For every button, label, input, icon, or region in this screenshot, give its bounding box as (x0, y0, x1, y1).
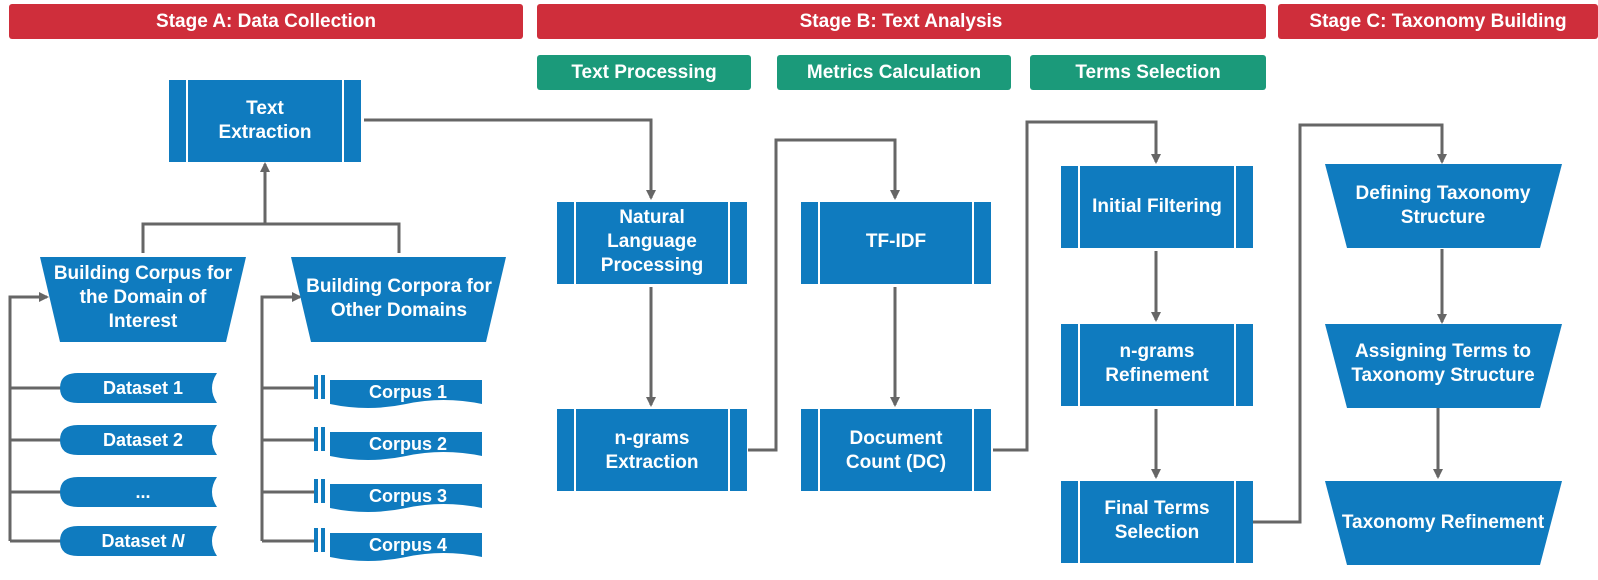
svg-text:Corpus 4: Corpus 4 (369, 535, 447, 555)
corpus-2-node: Corpus 2 (314, 427, 482, 460)
corpus-1-node: Corpus 1 (314, 375, 482, 408)
nlp-node: Natural Language Processing (557, 202, 747, 284)
substage-text-processing: Text Processing (537, 55, 751, 90)
svg-text:Processing: Processing (601, 255, 703, 276)
building-corpora-other-node: Building Corpora for Other Domains (291, 257, 506, 342)
document-count-node: Document Count (DC) (801, 409, 991, 491)
svg-text:Selection: Selection (1115, 522, 1199, 543)
svg-text:Assigning Terms to: Assigning Terms to (1355, 341, 1531, 362)
svg-text:Refinement: Refinement (1105, 365, 1209, 386)
svg-text:Initial Filtering: Initial Filtering (1092, 196, 1222, 217)
corpus-4-node: Corpus 4 (314, 528, 482, 561)
svg-text:Natural: Natural (619, 207, 684, 228)
svg-text:Final Terms: Final Terms (1104, 498, 1209, 519)
svg-text:Terms Selection: Terms Selection (1075, 62, 1220, 83)
defining-taxonomy-structure-node: Defining Taxonomy Structure (1325, 164, 1562, 248)
stage-c-header: Stage C: Taxonomy Building (1278, 4, 1598, 39)
svg-text:Extraction: Extraction (606, 452, 699, 473)
svg-text:Stage A: Data Collection: Stage A: Data Collection (156, 11, 376, 32)
tfidf-node: TF-IDF (801, 202, 991, 284)
svg-text:n-grams: n-grams (615, 428, 690, 449)
svg-text:Corpus 1: Corpus 1 (369, 382, 447, 402)
ngrams-refinement-node: n-grams Refinement (1061, 324, 1253, 406)
dataset-n-node: Dataset N (60, 526, 217, 556)
stage-a-header: Stage A: Data Collection (9, 4, 523, 39)
connectors (8, 118, 1447, 543)
taxonomy-refinement-node: Taxonomy Refinement (1325, 481, 1562, 565)
substage-terms-selection: Terms Selection (1030, 55, 1266, 90)
svg-text:Document: Document (850, 428, 944, 449)
svg-text:Metrics Calculation: Metrics Calculation (807, 62, 981, 83)
svg-text:Language: Language (607, 231, 697, 252)
svg-text:Taxonomy Refinement: Taxonomy Refinement (1342, 512, 1545, 533)
dataset-2-node: Dataset 2 (60, 425, 217, 455)
dataset-1-node: Dataset 1 (60, 373, 217, 403)
stage-b-header: Stage B: Text Analysis (537, 4, 1266, 39)
svg-text:Defining Taxonomy: Defining Taxonomy (1356, 183, 1531, 204)
svg-text:Dataset N: Dataset N (101, 531, 185, 551)
svg-text:...: ... (135, 482, 150, 502)
svg-text:Building Corpus for: Building Corpus for (54, 263, 233, 284)
svg-text:Building Corpora for: Building Corpora for (306, 276, 492, 297)
corpus-3-node: Corpus 3 (314, 479, 482, 512)
svg-text:Structure: Structure (1401, 207, 1485, 228)
svg-text:Extraction: Extraction (219, 122, 312, 143)
svg-text:Corpus 2: Corpus 2 (369, 434, 447, 454)
svg-text:Corpus 3: Corpus 3 (369, 486, 447, 506)
svg-text:Count (DC): Count (DC) (846, 452, 946, 473)
svg-text:Taxonomy Structure: Taxonomy Structure (1351, 365, 1534, 386)
building-corpus-domain-node: Building Corpus for the Domain of Intere… (40, 257, 246, 342)
assigning-terms-node: Assigning Terms to Taxonomy Structure (1325, 324, 1562, 408)
substage-metrics-calculation: Metrics Calculation (777, 55, 1011, 90)
svg-text:Stage C: Taxonomy Building: Stage C: Taxonomy Building (1309, 11, 1566, 32)
svg-text:TF-IDF: TF-IDF (866, 231, 926, 252)
svg-text:Interest: Interest (109, 311, 178, 332)
final-terms-selection-node: Final Terms Selection (1061, 481, 1253, 563)
dataset-ellipsis-node: ... (60, 477, 217, 507)
ngrams-extraction-node: n-grams Extraction (557, 409, 747, 491)
svg-text:Stage B: Text Analysis: Stage B: Text Analysis (800, 11, 1003, 32)
svg-text:Text Processing: Text Processing (571, 62, 716, 83)
svg-text:n-grams: n-grams (1120, 341, 1195, 362)
text-extraction-node: Text Extraction (169, 80, 361, 162)
svg-text:Dataset 2: Dataset 2 (103, 430, 183, 450)
svg-text:Text: Text (246, 98, 284, 119)
svg-text:the Domain of: the Domain of (80, 287, 207, 308)
initial-filtering-node: Initial Filtering (1061, 166, 1253, 248)
svg-text:Other Domains: Other Domains (331, 300, 467, 321)
svg-text:Dataset 1: Dataset 1 (103, 378, 183, 398)
